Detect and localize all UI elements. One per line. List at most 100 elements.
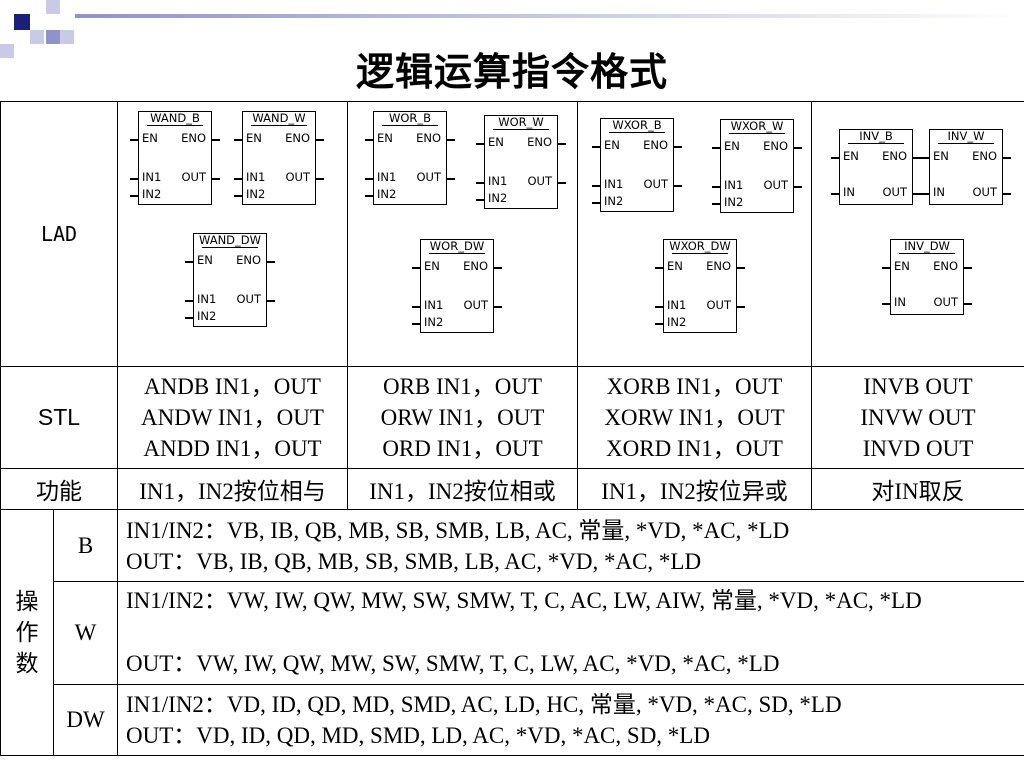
- pin-stub: [558, 143, 566, 145]
- pin-eno: ENO: [181, 131, 206, 145]
- pin-out: OUT: [643, 177, 669, 191]
- pin-eno: ENO: [527, 135, 552, 149]
- pin-en: EN: [843, 149, 859, 163]
- pin-stub: [412, 323, 420, 325]
- pin-en: EN: [197, 253, 213, 267]
- pin-in1: IN1: [377, 170, 397, 184]
- stl-line: ORW IN1，OUT: [380, 405, 545, 430]
- operands-row-label: 操 作 数: [0, 509, 54, 756]
- pin-stub: [712, 147, 720, 149]
- pin-stub: [365, 139, 373, 141]
- pin-en: EN: [933, 149, 949, 163]
- pin-stub: [212, 139, 220, 141]
- operands-w: IN1/IN2：VW, IW, QW, MW, SW, SMW, T, C, A…: [117, 581, 1024, 685]
- pin-stub: [592, 146, 600, 148]
- pin-stub: [130, 195, 138, 197]
- operands-label-char: 数: [15, 651, 39, 676]
- block-name: INV_B: [840, 130, 912, 144]
- operand-row-b: 操 作 数 B IN1/IN2：VB, IB, QB, MB, SB, SMB,…: [0, 509, 1024, 756]
- block-name: WXOR_W: [721, 120, 793, 134]
- pin-stub: [476, 199, 484, 201]
- pin-stub: [831, 157, 839, 159]
- pin-in2: IN2: [197, 309, 217, 323]
- pin-in1: IN1: [197, 292, 217, 306]
- function-cell-and: IN1，IN2按位相与: [117, 468, 348, 510]
- stl-line: XORB IN1，OUT: [606, 374, 783, 399]
- pin-in2: IN2: [246, 187, 266, 201]
- pin-out: OUT: [763, 178, 789, 192]
- pin-eno: ENO: [416, 131, 441, 145]
- deco-square: [30, 30, 44, 44]
- pin-in1: IN1: [604, 177, 624, 191]
- block-name: WOR_W: [485, 116, 557, 130]
- pin-stub: [212, 178, 220, 180]
- pin-stub: [365, 178, 373, 180]
- block-name: WXOR_B: [601, 119, 673, 133]
- pin-stub: [447, 178, 455, 180]
- pin-eno: ENO: [463, 259, 488, 273]
- block-name: INV_DW: [891, 240, 963, 254]
- title-decoration: [0, 0, 1024, 58]
- function-row: 功能 IN1，IN2按位相与 IN1，IN2按位相或 IN1，IN2按位异或 对…: [0, 468, 1024, 510]
- title-gradient-bar: [75, 14, 1024, 18]
- pin-in2: IN2: [604, 194, 624, 208]
- pin-stub: [674, 146, 682, 148]
- pin-out: OUT: [236, 292, 262, 306]
- pin-en: EN: [142, 131, 158, 145]
- pin-stub: [794, 186, 802, 188]
- pin-stub: [234, 195, 242, 197]
- pin-stub: [130, 139, 138, 141]
- block-name: WXOR_DW: [664, 240, 736, 254]
- block-name: WOR_DW: [421, 240, 493, 254]
- pin-en: EN: [488, 135, 504, 149]
- block-name: WOR_B: [374, 112, 446, 126]
- function-cell-or: IN1，IN2按位相或: [347, 468, 578, 510]
- stl-line: ORB IN1，OUT: [382, 374, 543, 399]
- pin-stub: [674, 185, 682, 187]
- pin-stub: [476, 182, 484, 184]
- operands-in: IN1/IN2：VB, IB, QB, MB, SB, SMB, LB, AC,…: [126, 518, 790, 543]
- pin-out: OUT: [416, 170, 442, 184]
- pin-eno: ENO: [643, 138, 668, 152]
- pin-eno: ENO: [763, 139, 788, 153]
- pin-stub: [737, 306, 745, 308]
- pin-in2: IN2: [724, 195, 744, 209]
- pin-stub: [1003, 157, 1011, 159]
- pin-in1: IN1: [142, 170, 162, 184]
- pin-in1: IN1: [246, 170, 266, 184]
- pin-in1: IN: [933, 185, 945, 199]
- pin-in2: IN2: [488, 191, 508, 205]
- pin-en: EN: [667, 259, 683, 273]
- pin-stub: [831, 193, 839, 195]
- pin-stub: [447, 139, 455, 141]
- stl-line: INVD OUT: [862, 436, 974, 461]
- operand-row-w: W IN1/IN2：VW, IW, QW, MW, SW, SMW, T, C,…: [1, 581, 1024, 685]
- pin-stub: [655, 306, 663, 308]
- data-type-dw: DW: [53, 684, 118, 756]
- pin-stub: [712, 203, 720, 205]
- pin-stub: [592, 185, 600, 187]
- pin-out: OUT: [972, 185, 998, 199]
- slide-title: 逻辑运算指令格式: [355, 50, 668, 94]
- pin-stub: [234, 178, 242, 180]
- pin-eno: ENO: [972, 149, 997, 163]
- deco-square: [0, 44, 14, 58]
- pin-stub: [558, 182, 566, 184]
- pin-stub: [913, 157, 921, 159]
- pin-in2: IN2: [424, 315, 444, 329]
- pin-stub: [882, 303, 890, 305]
- pin-eno: ENO: [933, 259, 958, 273]
- pin-en: EN: [894, 259, 910, 273]
- pin-stub: [316, 139, 324, 141]
